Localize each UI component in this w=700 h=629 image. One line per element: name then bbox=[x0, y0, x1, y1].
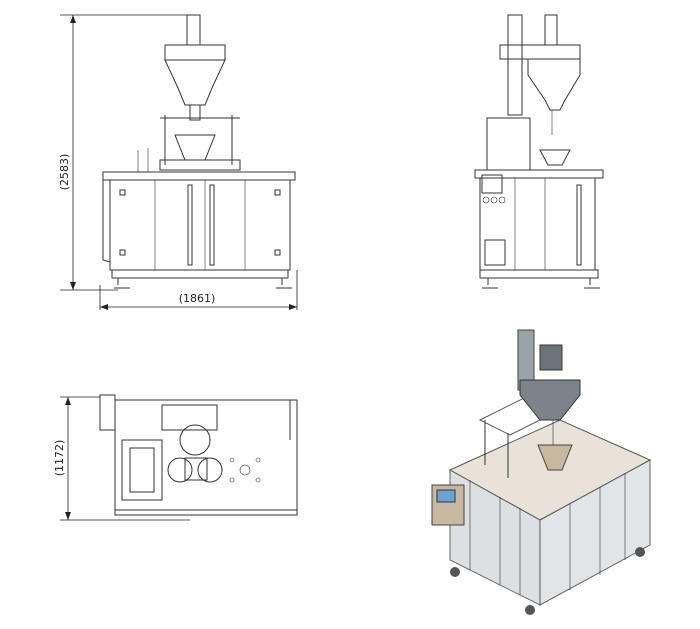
height-dimension-label: (2583) bbox=[58, 154, 71, 191]
top-view: (1172) bbox=[53, 394, 298, 521]
isometric-view bbox=[431, 329, 652, 615]
side-view bbox=[474, 14, 604, 289]
depth-dimension-label: (1172) bbox=[53, 440, 66, 477]
front-view: (2583) (1861) bbox=[58, 14, 298, 310]
width-dimension-label: (1861) bbox=[179, 292, 216, 305]
